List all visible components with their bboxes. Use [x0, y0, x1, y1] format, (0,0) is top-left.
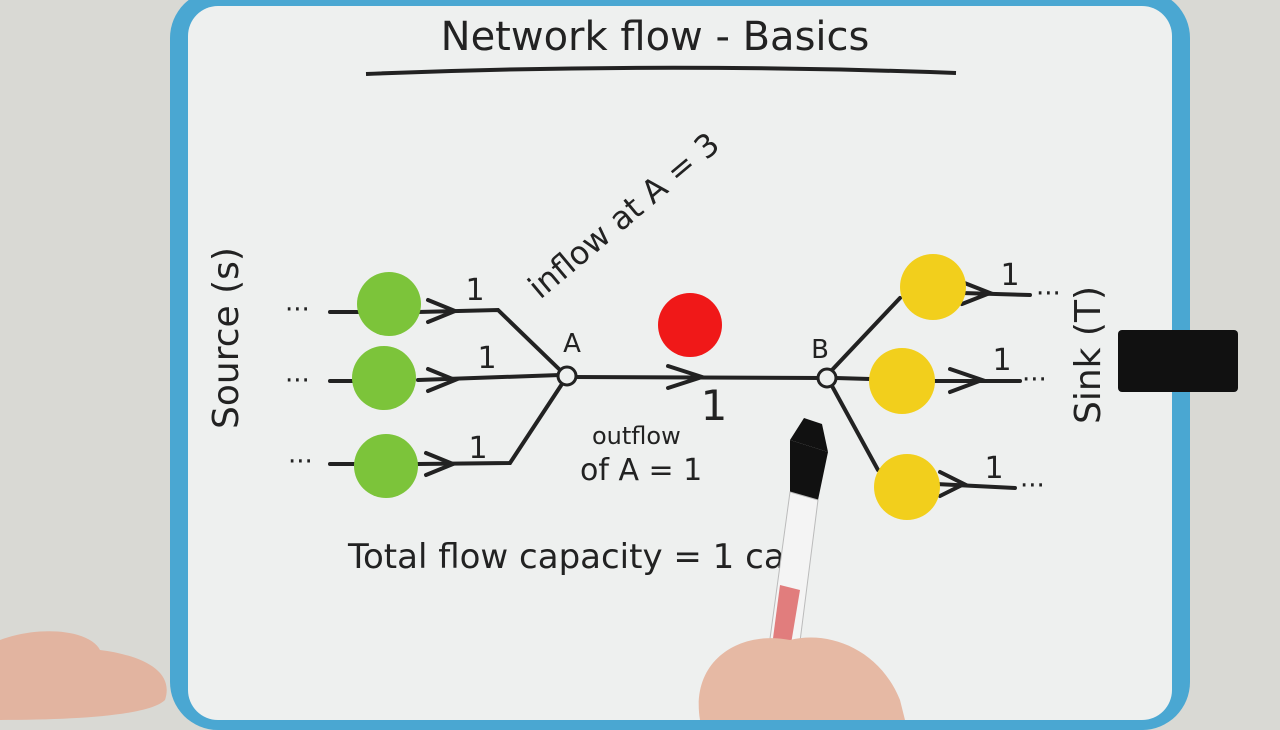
green-tokens: [352, 272, 421, 498]
capacity-right-bottom: 1: [984, 451, 1003, 486]
outflow-annotation-line1: outflow: [592, 422, 681, 450]
title-underline: [366, 68, 956, 74]
outflow-annotation-line2: of A = 1: [580, 453, 702, 488]
middle-edge: [572, 366, 822, 388]
capacity-left-bottom: 1: [468, 431, 487, 466]
capacity-left-top: 1: [465, 273, 484, 308]
diagram-title: Network flow - Basics: [441, 14, 870, 60]
source-ellipsis-bottom: ···: [288, 447, 313, 477]
green-token: [354, 434, 418, 498]
yellow-token: [869, 348, 935, 414]
green-token: [352, 346, 416, 410]
source-ellipsis-top: ···: [285, 295, 310, 325]
inflow-annotation: inflow at A = 3: [521, 125, 727, 306]
node-a-label: A: [563, 329, 581, 359]
sink-label: Sink (T): [1068, 286, 1109, 424]
sink-ellipsis-mid: ···: [1022, 365, 1047, 395]
capacity-right-mid: 1: [992, 343, 1011, 378]
red-token: [658, 293, 722, 357]
total-capacity-caption: Total flow capacity = 1 car: [347, 537, 799, 577]
node-b-label: B: [811, 335, 829, 365]
right-hand: [699, 638, 905, 721]
yellow-tokens: [869, 254, 966, 520]
sink-ellipsis-bottom: ···: [1020, 471, 1045, 501]
source-ellipsis-mid: ···: [285, 366, 310, 396]
yellow-token: [900, 254, 966, 320]
capacity-middle: 1: [701, 381, 728, 430]
sink-ellipsis-top: ···: [1036, 279, 1061, 309]
capacity-right-top: 1: [1000, 258, 1019, 293]
node-b-marker: [818, 369, 836, 387]
node-a-marker: [558, 367, 576, 385]
green-token: [357, 272, 421, 336]
source-label: Source (s): [206, 247, 247, 429]
left-hand: [0, 631, 167, 720]
capacity-left-mid: 1: [477, 341, 496, 376]
yellow-token: [874, 454, 940, 520]
